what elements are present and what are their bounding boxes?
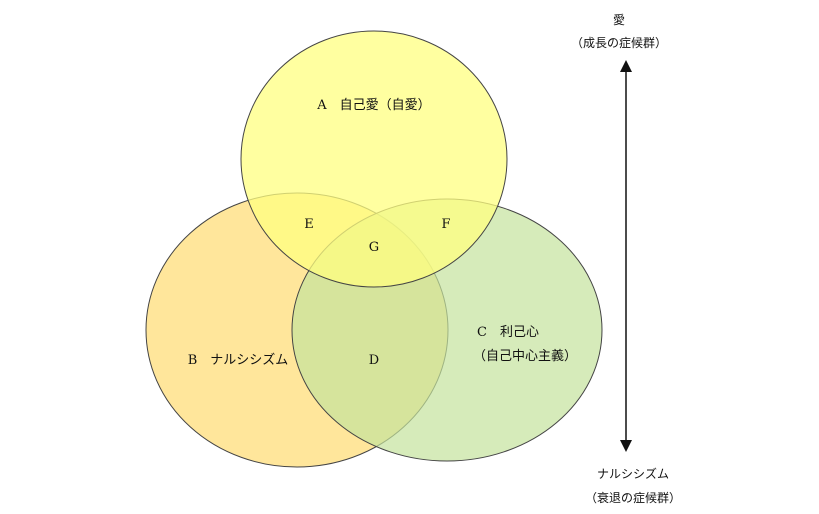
- label-c-line1: C 利己心: [477, 325, 539, 340]
- label-a: A 自己愛（自愛）: [316, 98, 430, 113]
- label-c-line2: （自己中心主義）: [473, 348, 577, 364]
- circle-a-self-love: [240, 30, 508, 288]
- scale-bottom-subtitle: （衰退の症候群）: [585, 490, 681, 505]
- region-d: D: [369, 353, 379, 368]
- region-f: F: [441, 217, 450, 232]
- region-e: E: [304, 217, 314, 232]
- scale-bottom-title: ナルシシズム: [597, 466, 669, 481]
- label-b: B ナルシシズム: [188, 352, 289, 368]
- region-g: G: [369, 240, 379, 255]
- scale-top-subtitle: （成長の症候群）: [571, 35, 667, 50]
- scale-top-title: 愛: [613, 13, 625, 27]
